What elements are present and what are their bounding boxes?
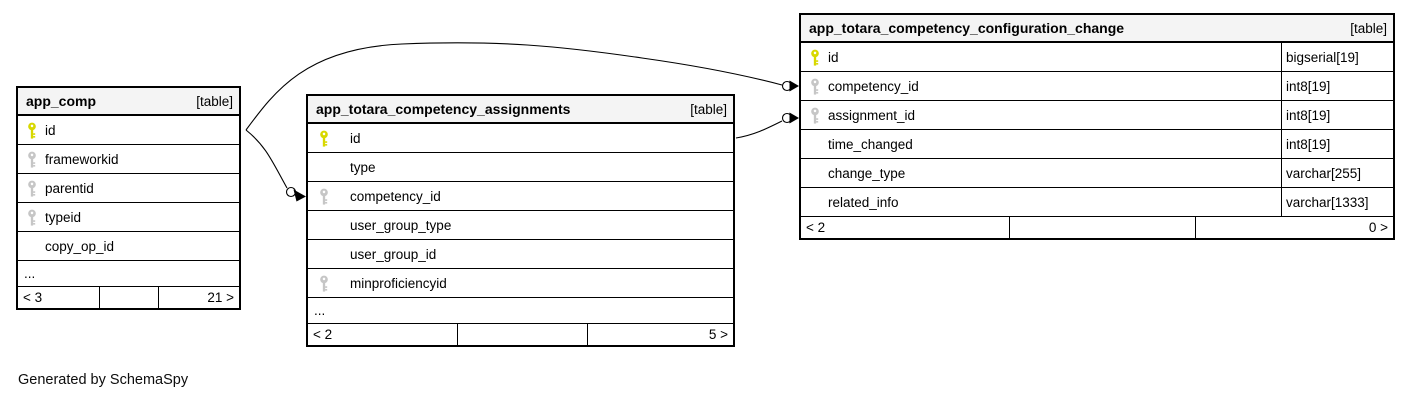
footer-center-cell[interactable] (99, 287, 158, 308)
fk-endpoint-circle (781, 112, 793, 124)
footer-related-count[interactable]: < 3 (23, 290, 43, 305)
table-header[interactable]: app_totara_competency_assignments [table… (308, 96, 733, 124)
column-row-type[interactable]: type (308, 153, 733, 182)
no-key-spacer (26, 238, 38, 255)
index-key-icon (320, 275, 328, 292)
column-type: varchar[255] (1281, 159, 1393, 187)
relationship-curve-appcomp-to-assignments (245, 129, 288, 189)
table-badge: [table] (196, 93, 233, 109)
column-row-typeid[interactable]: typeid (18, 203, 239, 232)
index-key-icon (28, 180, 36, 197)
column-name: type (350, 159, 376, 175)
column-row-copy-op-id[interactable]: copy_op_id (18, 232, 239, 261)
no-key-spacer (809, 136, 821, 153)
column-name: related_info (828, 194, 899, 210)
column-row-user-group-id[interactable]: user_group_id (308, 240, 733, 269)
column-name: assignment_id (828, 107, 916, 123)
table-node-competency-assignments: app_totara_competency_assignments [table… (306, 94, 735, 347)
table-badge: [table] (690, 101, 727, 117)
column-row-competency-id[interactable]: competency_id (308, 182, 733, 211)
footer-row-count[interactable]: 21 > (158, 287, 239, 308)
column-type: int8[19] (1281, 130, 1393, 158)
column-row-user-group-type[interactable]: user_group_type (308, 211, 733, 240)
column-name: id (45, 122, 56, 138)
table-title: app_totara_competency_configuration_chan… (809, 20, 1125, 36)
column-row-parentid[interactable]: parentid (18, 174, 239, 203)
primary-key-icon (320, 130, 328, 147)
column-row-id[interactable]: id bigserial[19] (801, 43, 1393, 72)
no-key-spacer (809, 194, 821, 211)
column-name: competency_id (350, 188, 441, 204)
column-name: user_group_type (350, 217, 452, 233)
relationship-curve-assignments-to-configchange (735, 120, 783, 139)
footer-center-cell[interactable] (457, 324, 587, 345)
footer-row-count[interactable]: 5 > (587, 324, 733, 345)
column-row-change-type[interactable]: change_type varchar[255] (801, 159, 1393, 188)
fk-endpoint-circle (781, 80, 793, 92)
column-type: int8[19] (1281, 72, 1393, 100)
table-node-configuration-change: app_totara_competency_configuration_chan… (799, 13, 1395, 240)
column-name: time_changed (828, 136, 913, 152)
footer-row-count[interactable]: 0 > (1195, 217, 1393, 238)
column-name: copy_op_id (45, 238, 115, 254)
table-footer: < 2 5 > (308, 324, 733, 345)
footer-center-cell[interactable] (1009, 217, 1195, 238)
column-name: typeid (45, 209, 82, 225)
primary-key-icon (28, 122, 36, 139)
no-key-spacer (318, 217, 330, 234)
no-key-spacer (318, 246, 330, 263)
column-row-time-changed[interactable]: time_changed int8[19] (801, 130, 1393, 159)
column-name: parentid (45, 180, 94, 196)
table-header[interactable]: app_totara_competency_configuration_chan… (801, 15, 1393, 43)
footer-related-count[interactable]: < 2 (806, 220, 826, 235)
schemaspy-credit: Generated by SchemaSpy (18, 372, 189, 388)
table-footer: < 2 0 > (801, 217, 1393, 238)
column-type: bigserial[19] (1281, 43, 1393, 71)
fk-endpoint-circle (285, 186, 297, 198)
column-name: competency_id (828, 78, 919, 94)
column-type: varchar[1333] (1281, 188, 1393, 216)
table-badge: [table] (1350, 20, 1387, 36)
column-name: change_type (828, 165, 906, 181)
no-key-spacer (318, 159, 330, 176)
table-node-app-comp: app_comp [table] id frameworkid parentid… (16, 86, 241, 310)
hidden-columns-ellipsis[interactable]: ... (308, 298, 733, 324)
fk-endpoint-arrow (789, 80, 799, 92)
column-name: id (828, 49, 839, 65)
column-name: id (350, 130, 361, 146)
column-name: user_group_id (350, 246, 437, 262)
index-key-icon (811, 78, 819, 95)
index-key-icon (28, 151, 36, 168)
column-row-competency-id[interactable]: competency_id int8[19] (801, 72, 1393, 101)
column-type: int8[19] (1281, 101, 1393, 129)
hidden-columns-ellipsis[interactable]: ... (18, 261, 239, 287)
column-row-minproficiencyid[interactable]: minproficiencyid (308, 269, 733, 298)
table-footer: < 3 21 > (18, 287, 239, 308)
footer-related-count[interactable]: < 2 (313, 327, 333, 342)
column-name: frameworkid (45, 151, 119, 167)
column-row-related-info[interactable]: related_info varchar[1333] (801, 188, 1393, 217)
column-row-id[interactable]: id (18, 116, 239, 145)
index-key-icon (320, 188, 328, 205)
column-row-assignment-id[interactable]: assignment_id int8[19] (801, 101, 1393, 130)
no-key-spacer (809, 165, 821, 182)
table-header[interactable]: app_comp [table] (18, 88, 239, 116)
primary-key-icon (811, 49, 819, 66)
index-key-icon (28, 209, 36, 226)
column-name: minproficiencyid (350, 275, 447, 291)
index-key-icon (811, 107, 819, 124)
table-title: app_totara_competency_assignments (316, 101, 571, 117)
column-row-id[interactable]: id (308, 124, 733, 153)
column-row-frameworkid[interactable]: frameworkid (18, 145, 239, 174)
fk-endpoint-arrow (293, 189, 306, 202)
fk-endpoint-arrow (789, 112, 799, 124)
table-title: app_comp (26, 93, 97, 109)
